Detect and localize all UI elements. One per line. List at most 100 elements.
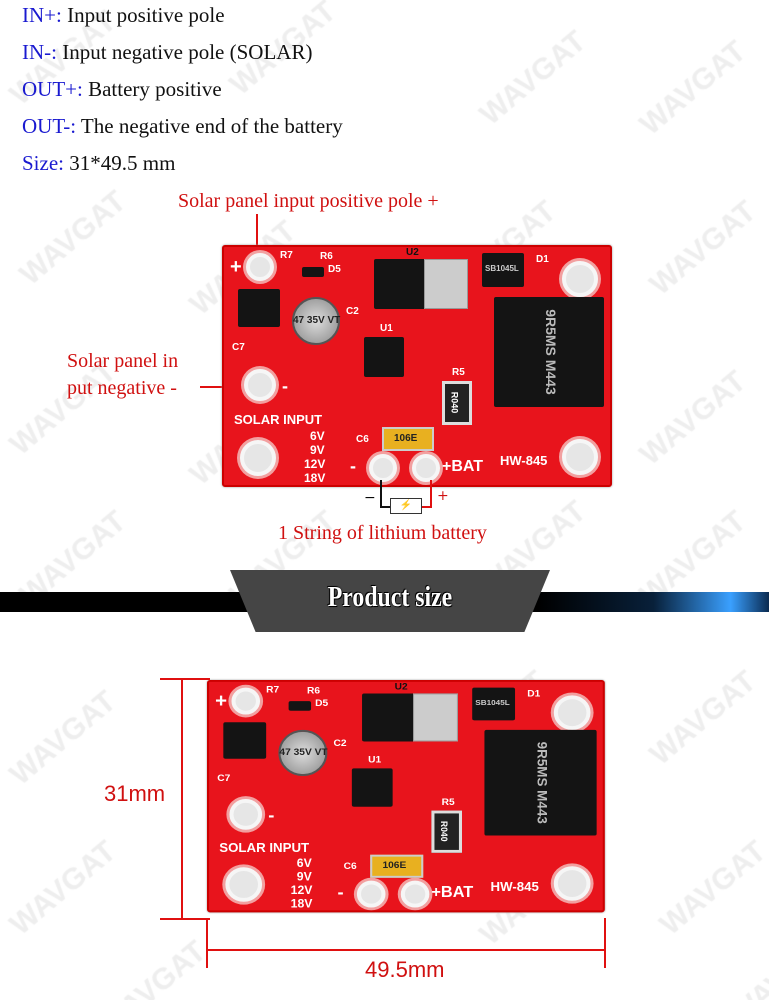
shunt-resistor: R040 (431, 810, 462, 853)
height-dimension-line (181, 678, 183, 920)
section-title: Product size (327, 582, 453, 613)
chip (238, 289, 280, 327)
ic-u1 (364, 337, 404, 377)
inductor: 9R5MS M443 (494, 297, 604, 407)
mount-hole (240, 440, 276, 476)
battery-annotation: 1 String of lithium battery (278, 522, 487, 544)
spec-out-plus: OUT+: Battery positive (22, 77, 222, 101)
in-plus-pad (231, 687, 261, 715)
pcb-plus-label: + (230, 256, 242, 278)
pcb-plus-label: + (215, 690, 228, 712)
voltage-12v: 12V (304, 457, 326, 471)
u1-label: U1 (380, 323, 393, 334)
voltage-6v: 6V (296, 856, 312, 871)
width-dimension-line (207, 949, 605, 951)
mount-hole (553, 866, 591, 901)
pcb-minus-label: - (268, 805, 275, 825)
dimension-tick (160, 918, 210, 920)
bat-label: +BAT (431, 884, 474, 901)
spec-out-minus: OUT-: The negative end of the battery (22, 114, 343, 138)
shunt-resistor: R040 (442, 381, 472, 425)
in-plus-pad (246, 253, 274, 281)
resistor-marking: R040 (449, 391, 460, 414)
positive-annotation: Solar panel input positive pole + (178, 190, 439, 212)
capacitor-marking: 47 35V VT (279, 747, 328, 758)
voltage-12v: 12V (290, 883, 313, 897)
battery-plus-wire (430, 480, 432, 508)
d1-label: D1 (527, 688, 541, 700)
voltage-9v: 9V (296, 870, 312, 884)
dimension-tick (160, 678, 210, 680)
d5-label: D5 (315, 698, 329, 709)
chip (223, 722, 267, 759)
voltage-18v: 18V (290, 896, 313, 911)
voltage-6v: 6V (310, 429, 325, 443)
mount-hole (553, 695, 591, 730)
battery-icon: ⚡ (390, 498, 422, 514)
schottky-diode: SB1045L (482, 253, 524, 287)
spec-size: Size: 31*49.5 mm (22, 151, 176, 175)
diode-d5 (302, 267, 324, 277)
wire (380, 506, 390, 508)
negative-annotation-line2: put negative - (67, 377, 177, 399)
negative-annotation-line1: Solar panel in (67, 350, 179, 372)
out-plus-pad (400, 880, 430, 908)
tantalum-marking: 106E (382, 860, 407, 872)
dimension-tick (604, 918, 606, 968)
electrolytic-capacitor: 47 35V VT (278, 729, 328, 776)
d1-label: D1 (536, 254, 549, 265)
ic-u1 (351, 768, 393, 807)
out-plus-pad (412, 454, 440, 482)
c7-label: C7 (217, 773, 231, 784)
regulator-u2 (362, 693, 416, 742)
inductor: 9R5MS M443 (484, 729, 597, 836)
spec-in-minus: IN-: Input negative pole (SOLAR) (22, 40, 313, 64)
height-label: 31mm (104, 781, 166, 806)
in-minus-pad (244, 369, 276, 401)
pcb-board-bottom-image: + - D5 R6 R7 47 35V VT C2 C7 U2 SB1045L … (207, 680, 605, 913)
voltage-18v: 18V (304, 471, 326, 485)
diode-marking: SB1045L (485, 264, 519, 273)
diode-marking: SB1045L (475, 698, 510, 707)
negative-leader-line (200, 386, 242, 388)
pcb-minus-label: - (282, 376, 288, 396)
solar-input-label: SOLAR INPUT (219, 840, 310, 855)
model-label: HW-845 (490, 879, 539, 895)
c2-label: C2 (333, 738, 347, 750)
plus-sign: + (437, 488, 449, 504)
r6-label: R6 (320, 251, 333, 262)
wire (422, 506, 432, 508)
u2-label: U2 (406, 247, 419, 258)
inductor-marking: 9R5MS M443 (534, 741, 551, 824)
c6-label: C6 (343, 861, 357, 872)
width-label: 49.5mm (365, 957, 445, 982)
dimension-tick (206, 918, 208, 968)
mount-hole (562, 439, 598, 475)
inductor-marking: 9R5MS M443 (542, 309, 559, 395)
regulator-u2 (374, 259, 426, 309)
out-minus-pad (369, 454, 397, 482)
c6-label: C6 (356, 434, 369, 445)
out-minus-pad (356, 880, 386, 908)
in-minus-pad (229, 799, 263, 830)
model-label: HW-845 (500, 453, 548, 468)
resistor-marking: R040 (438, 820, 450, 842)
r6-label: R6 (306, 685, 321, 697)
pcb-board-top: + - D5 R6 R7 47 35V VT C2 C7 U2 SB1045L … (222, 245, 612, 487)
bat-label: +BAT (442, 458, 484, 475)
u2-label: U2 (394, 681, 408, 693)
tantalum-capacitor: 106E (370, 854, 424, 878)
r7-label: R7 (280, 250, 293, 261)
minus-sign: − (364, 490, 376, 506)
tantalum-capacitor: 106E (382, 427, 434, 451)
c2-label: C2 (346, 306, 359, 317)
diode-d5 (288, 701, 312, 711)
out-minus-label: - (350, 456, 356, 476)
battery-minus-wire (380, 480, 382, 508)
tantalum-marking: 106E (394, 433, 418, 444)
d5-label: D5 (328, 264, 341, 275)
schottky-diode: SB1045L (472, 687, 516, 721)
positive-leader-line (256, 214, 258, 260)
voltage-9v: 9V (310, 443, 325, 457)
solar-input-label: SOLAR INPUT (234, 412, 323, 427)
